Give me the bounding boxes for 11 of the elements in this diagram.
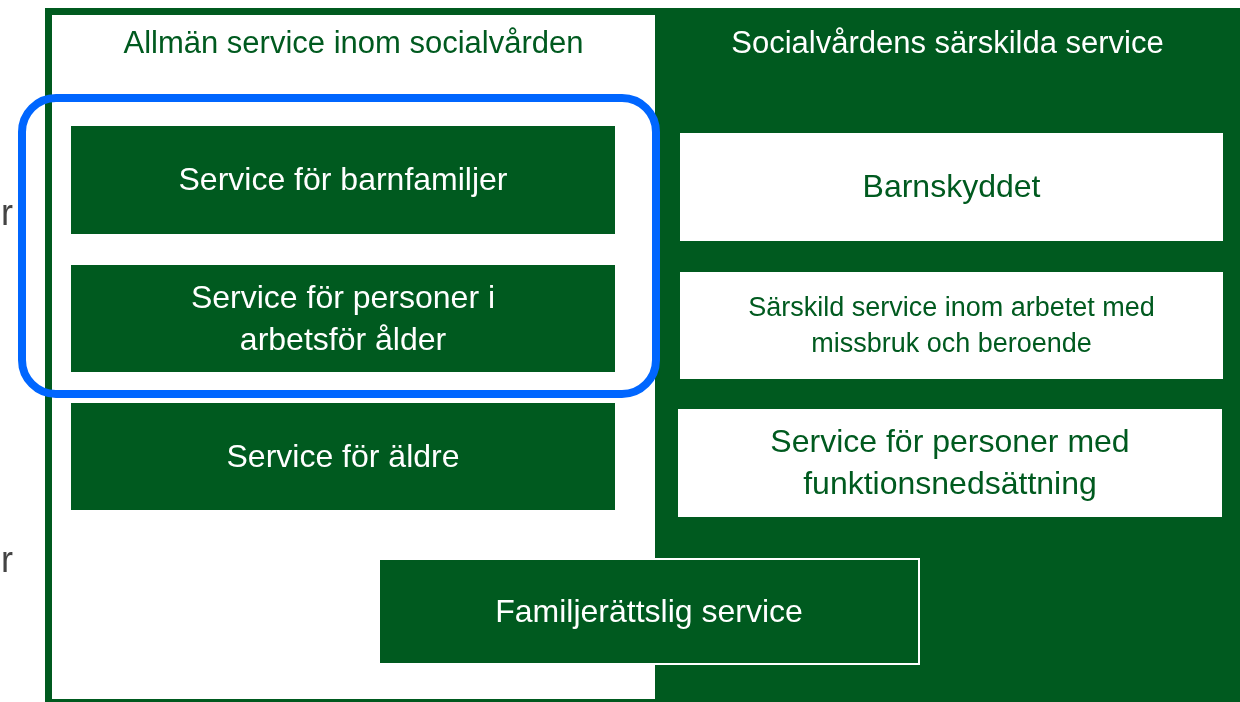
service-box: Service för personer i arbetsför ålder [71, 265, 615, 372]
service-box: Familjerättslig service [378, 558, 920, 665]
service-box: Service för barnfamiljer [71, 126, 615, 234]
cut-off-text: r [1, 542, 13, 578]
service-box: Barnskyddet [680, 133, 1223, 241]
cut-off-text: r [1, 195, 13, 231]
panel-heading: Allmän service inom socialvården [122, 25, 585, 61]
service-box: Service för äldre [71, 403, 615, 510]
service-box: Särskild service inom arbetet med missbruk och beroende [680, 272, 1223, 379]
panel-heading: Socialvårdens särskilda service [730, 25, 1165, 61]
service-box: Service för personer med funktionsnedsättning [678, 409, 1222, 517]
